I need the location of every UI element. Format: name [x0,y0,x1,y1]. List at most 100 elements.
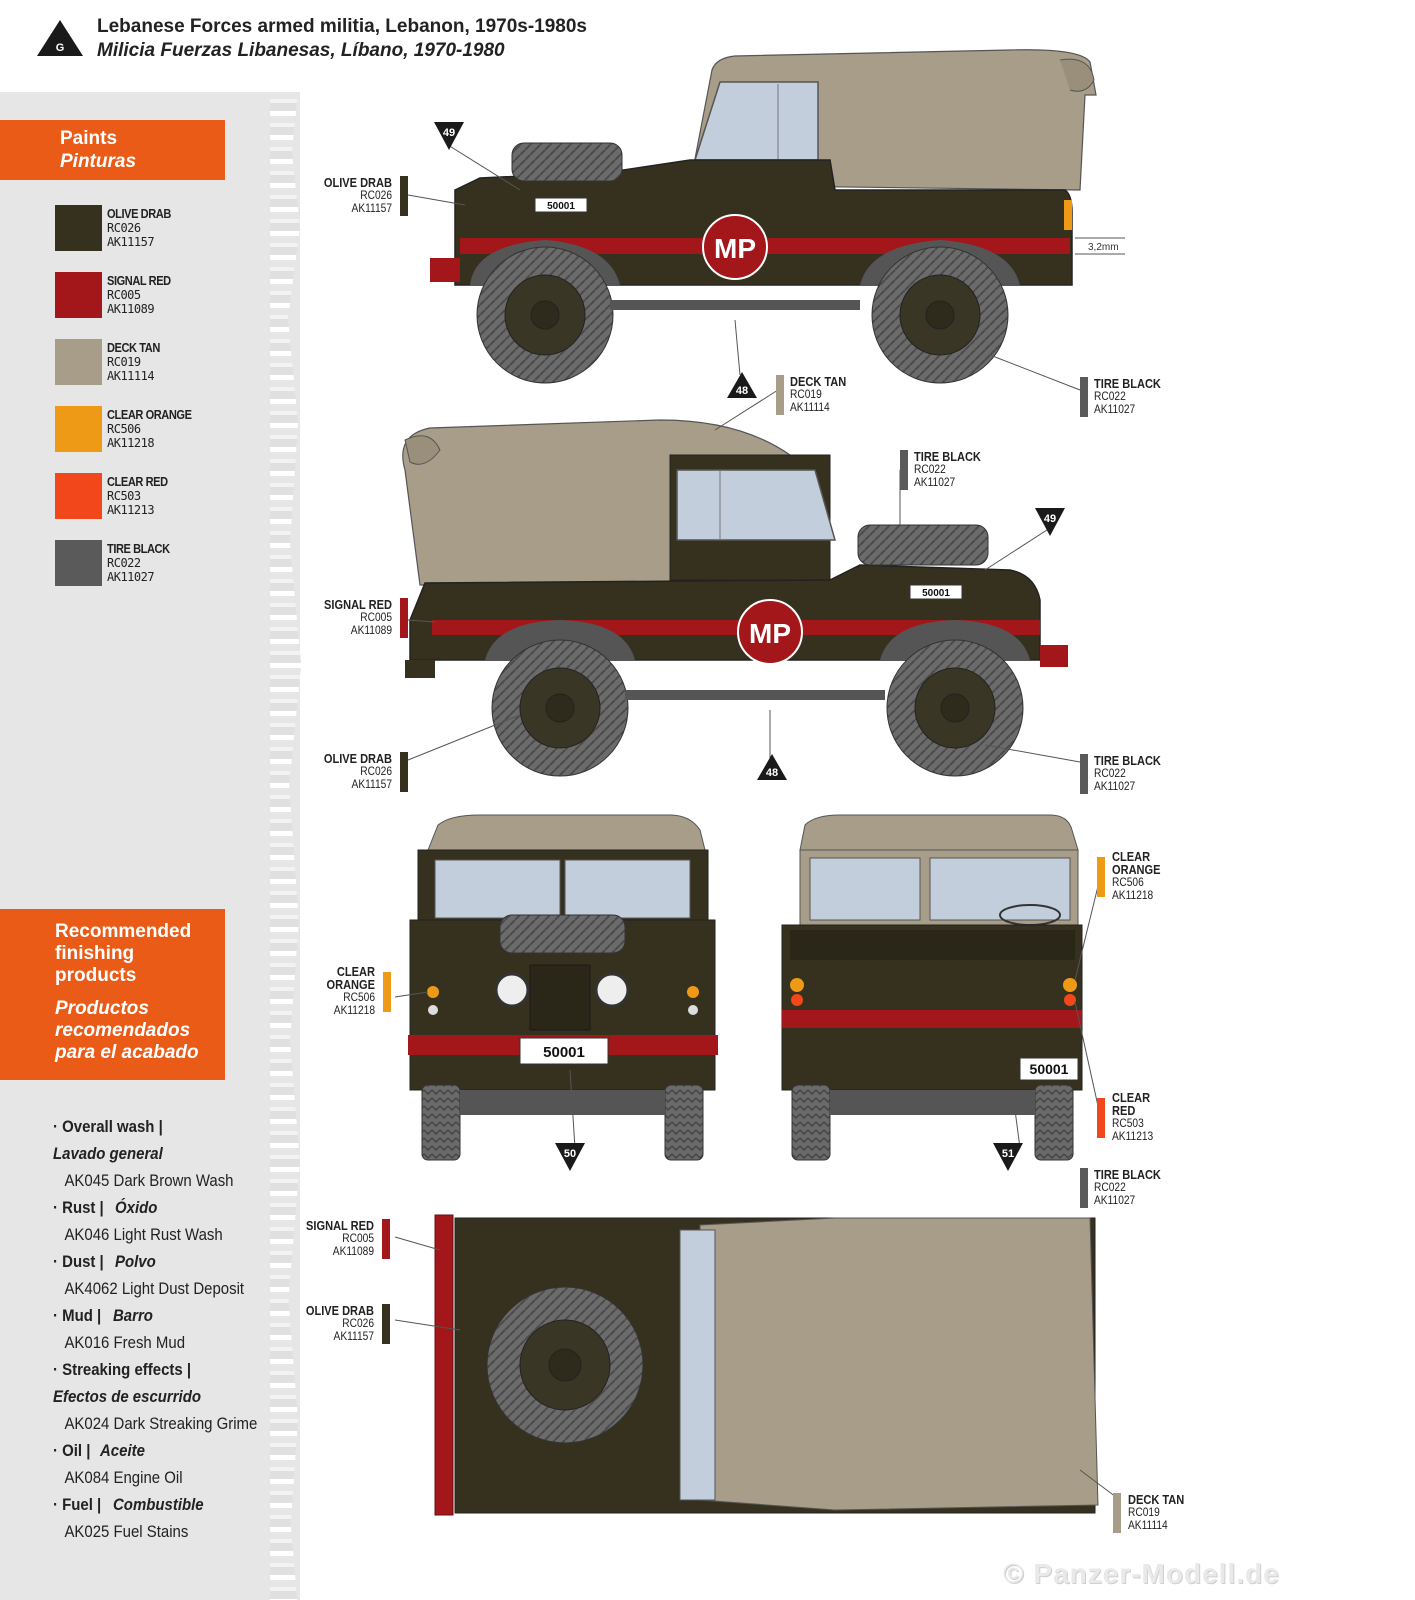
finishing-heading-es-line: para el acabado [55,1042,199,1063]
callout-tire-black: TIRE BLACK RC022 AK11027 [1094,377,1204,416]
callout-rc: RC503 [1112,1116,1144,1130]
front-view: 50001 [408,814,718,1161]
callout-name: RED [1112,1103,1136,1118]
callout-rc: RC019 [790,387,822,401]
paint-swatch [55,339,102,385]
callout-rc: RC506 [1112,875,1144,889]
callout-signal-red: SIGNAL RED RC005 AK11089 [282,1219,374,1258]
paint-name: TIRE BLACK [107,541,170,556]
decal-number: 49 [1044,513,1056,525]
finish-label-es: Combustible [112,1495,204,1514]
side-panel [0,92,300,1600]
paint-name: CLEAR RED [107,474,168,489]
decal-marker-triangle: 49 [434,122,464,150]
callout-ak: AK11089 [332,1244,374,1258]
callout-ak: AK11027 [1094,1193,1136,1207]
finishing-heading-es-line: recomendados [55,1020,191,1041]
paint-ak-code: AK11089 [107,302,155,316]
callout-name: TIRE BLACK [1094,376,1161,391]
callout-color-bar [383,972,391,1012]
paints-heading-box: Paints Pinturas [0,120,225,180]
paint-swatch [55,205,102,251]
paint-name: CLEAR ORANGE [107,407,192,422]
paint-ak-code: AK11213 [107,503,155,517]
callout-name: OLIVE DRAB [323,175,392,190]
paint-rc-code: RC022 [107,556,141,570]
callout-rc: RC506 [343,990,375,1004]
callout-color-bar [1080,754,1088,794]
finish-label-es: Óxido [115,1198,158,1217]
rear-view: 50001 [781,814,1083,1161]
paint-name: SIGNAL RED [107,273,171,288]
vehicle-plate: 50001 [1030,1061,1069,1077]
callout-rc: RC026 [360,188,392,202]
decal-number: 48 [766,767,778,779]
callout-color-bar [400,598,408,638]
paint-rc-code: RC005 [107,288,141,302]
finish-product: AK045 Dark Brown Wash [64,1171,234,1190]
finishing-heading-es-line: Productos [55,998,149,1019]
finish-product: AK024 Dark Streaking Grime [64,1414,258,1433]
version-marker-triangle: G [37,20,83,56]
callout-deck-tan: DECK TAN RC019 AK11114 [1128,1493,1228,1532]
paint-ak-code: AK11218 [107,436,155,450]
finish-label-es: Polvo [115,1252,157,1271]
callout-name: SIGNAL RED [306,1218,374,1233]
callout-name: DECK TAN [1128,1492,1185,1507]
callout-name: OLIVE DRAB [323,751,392,766]
watermark: © Panzer-Modell.de [1003,1558,1280,1589]
callout-color-bar [382,1304,390,1344]
callout-rc: RC019 [1128,1505,1160,1519]
finish-label: · Streaking effects | [53,1360,192,1379]
finish-label: · Fuel | [53,1495,102,1514]
paint-swatch [55,406,102,452]
finish-label: · Oil | [53,1441,91,1460]
callout-rc: RC022 [1094,389,1126,403]
callout-color-bar [1080,377,1088,417]
callout-olive-drab: OLIVE DRAB RC026 AK11157 [300,752,392,791]
top-view [434,1214,1099,1516]
callout-ak: AK11157 [351,201,392,215]
paint-rc-code: RC506 [107,422,141,436]
callout-clear-orange: CLEAR ORANGE RC506 AK11218 [1112,850,1202,902]
finish-label-es: Lavado general [53,1144,163,1163]
callout-ak: AK11027 [1094,779,1136,793]
callout-name: TIRE BLACK [1094,1167,1161,1182]
callout-ak: AK11114 [1128,1518,1168,1532]
callout-ak: AK11157 [333,1329,374,1343]
paint-swatch [55,272,102,318]
callout-ak: AK11089 [350,623,392,637]
callout-olive-drab: OLIVE DRAB RC026 AK11157 [300,176,392,215]
callout-rc: RC022 [1094,766,1126,780]
finish-product: AK016 Fresh Mud [64,1333,186,1352]
callout-tire-black: TIRE BLACK RC022 AK11027 [1094,754,1204,793]
decal-number: 49 [443,127,455,139]
finish-label-es: Efectos de escurrido [53,1387,201,1406]
paints-heading: Paints [60,128,118,149]
callout-ak: AK11114 [790,400,830,414]
callout-clear-orange: CLEAR ORANGE RC506 AK11218 [300,965,375,1017]
finish-product: AK025 Fuel Stains [64,1522,189,1541]
callout-ak: AK11218 [333,1003,375,1017]
paint-rc-code: RC026 [107,221,141,235]
vehicle-plate: 50001 [547,201,575,212]
paint-rc-code: RC503 [107,489,141,503]
finishing-heading-line: finishing [55,943,135,964]
paint-rc-code: RC019 [107,355,141,369]
finishing-heading-line: Recommended [55,921,192,942]
decal-number: 48 [736,385,748,397]
callout-name: TIRE BLACK [1094,753,1161,768]
vehicle-plate: 50001 [922,588,950,599]
decal-marker-triangle: 50 [555,1143,585,1171]
callout-name: ORANGE [1112,862,1161,877]
paint-name: OLIVE DRAB [107,206,171,221]
callout-rc: RC005 [360,610,392,624]
callout-color-bar [776,375,784,415]
callout-name: CLEAR [1112,849,1151,864]
stripe-dimension: 3,2mm [1088,242,1119,253]
